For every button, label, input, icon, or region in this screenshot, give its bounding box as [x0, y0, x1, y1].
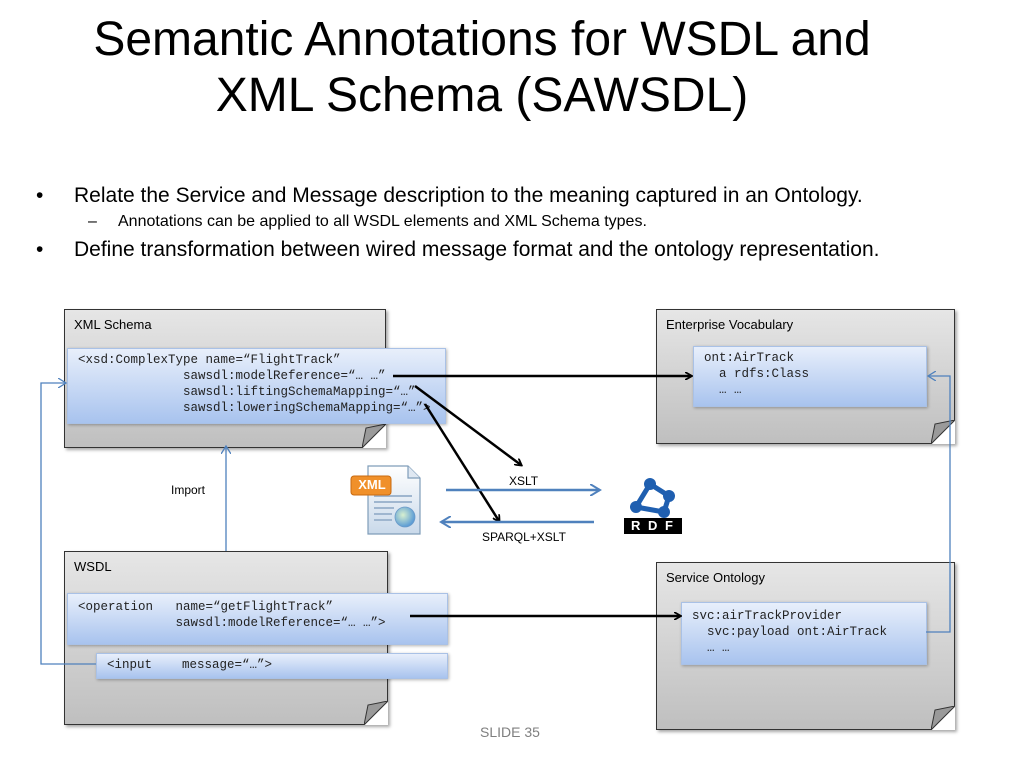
title-line-1: Semantic Annotations for WSDL and [93, 13, 871, 66]
service-ontology-code: svc:airTrackProvider svc:payload ont:Air… [681, 602, 927, 665]
title-line-2: XML Schema (SAWSDL) [215, 69, 749, 122]
page-fold-icon [362, 424, 386, 448]
page-fold-icon [931, 420, 955, 444]
slide-number: SLIDE 35 [480, 724, 540, 740]
xml-document-icon [350, 465, 421, 535]
sub-bullet-1: Annotations can be applied to all WSDL e… [36, 212, 996, 232]
xml-icon-label: XML [358, 477, 386, 492]
rdf-icon [624, 474, 682, 534]
bullet-list: Relate the Service and Message descripti… [36, 184, 996, 262]
page-fold-icon [364, 701, 388, 725]
ontology-to-vocabulary-connector [926, 376, 951, 633]
input-to-schema-connector [40, 383, 96, 665]
service-ontology-label: Service Ontology [666, 570, 765, 585]
wsdl-input-code: <input message=“…”> [96, 653, 448, 679]
xml-schema-label: XML Schema [74, 317, 152, 332]
bullet-1: Relate the Service and Message descripti… [36, 184, 996, 208]
xml-schema-code: <xsd:ComplexType name=“FlightTrack” saws… [67, 348, 446, 424]
wsdl-label: WSDL [74, 559, 112, 574]
enterprise-vocabulary-label: Enterprise Vocabulary [666, 317, 794, 332]
lifting-mapping-arrow [414, 384, 521, 465]
xslt-label: XSLT [509, 474, 539, 488]
wsdl-operation-code: <operation name=“getFlightTrack” sawsdl:… [67, 593, 448, 645]
sparql-xslt-label: SPARQL+XSLT [482, 530, 566, 544]
bullet-2: Define transformation between wired mess… [36, 238, 996, 262]
lowering-mapping-arrow [423, 403, 499, 521]
import-label: Import [171, 483, 206, 497]
rdf-icon-label: R D F [631, 518, 675, 533]
page-fold-icon [931, 706, 955, 730]
slide-title: Semantic Annotations for WSDL and XML Sc… [0, 12, 964, 124]
enterprise-vocabulary-code: ont:AirTrack a rdfs:Class … … [693, 346, 927, 407]
